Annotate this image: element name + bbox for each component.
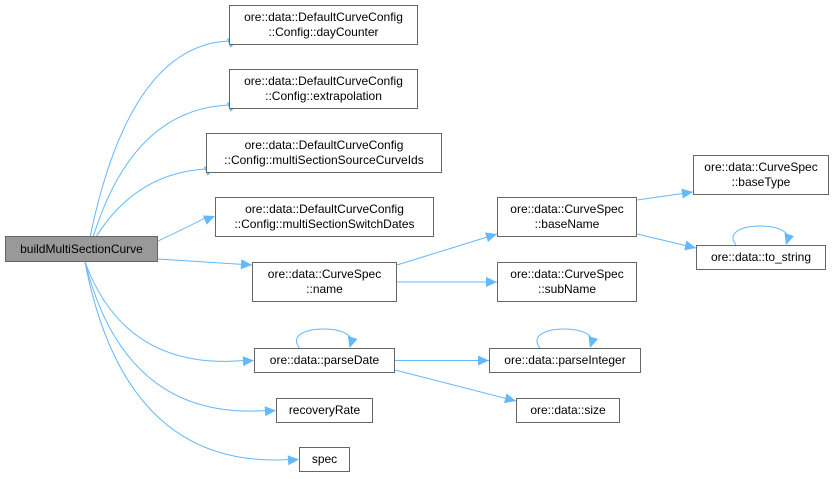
edge-arrowhead <box>504 393 516 404</box>
node-label: ore::data::CurveSpec <box>267 267 382 281</box>
node-label: buildMultiSectionCurve <box>20 241 143 256</box>
node-switch-dates[interactable]: ore::data::DefaultCurveConfig::Config::m… <box>215 197 434 237</box>
node-label: ::Config::dayCounter <box>268 25 379 39</box>
node-day-counter[interactable]: ore::data::DefaultCurveConfig::Config::d… <box>229 5 418 45</box>
edge-parseDate-to-size <box>394 369 517 402</box>
node-label: ore::data::parseInteger <box>504 353 626 367</box>
node-label: spec <box>311 452 338 466</box>
edge-build-to-srcIds <box>96 168 207 237</box>
edge-parseDate-to-parseDate <box>296 328 352 349</box>
edge-arrowhead <box>784 233 795 245</box>
node-to-string[interactable]: ore::data::to_string <box>696 245 826 270</box>
node-name[interactable]: ore::data::CurveSpec::name <box>252 262 397 302</box>
edge-name-to-baseName <box>396 233 498 266</box>
node-sub-name[interactable]: ore::data::CurveSpec::subName <box>497 262 637 302</box>
node-label: ore::data::DefaultCurveConfig <box>244 10 403 24</box>
node-label: ore::data::CurveSpec <box>704 160 818 174</box>
edge-arrowhead <box>478 355 489 366</box>
node-label: ::baseName <box>534 217 600 231</box>
edge-arrowhead <box>202 215 215 225</box>
node-label: recoveryRate <box>288 403 361 417</box>
edge-build-to-switchDates <box>157 217 206 242</box>
node-label: ore::data::CurveSpec <box>510 202 624 216</box>
edge-build-to-name <box>157 258 253 266</box>
edge-build-to-dayCounter <box>89 40 230 237</box>
node-label: ::baseType <box>731 175 791 189</box>
node-label: ore::data::parseDate <box>269 353 380 367</box>
edge-build-to-recoveryRate <box>84 261 267 412</box>
node-recovery-rate[interactable]: recoveryRate <box>276 398 373 423</box>
node-parse-integer[interactable]: ore::data::parseInteger <box>489 348 641 373</box>
edge-arrowhead <box>588 336 599 348</box>
edge-arrowhead <box>681 188 693 199</box>
node-label: ::subName <box>537 282 597 296</box>
node-size[interactable]: ore::data::size <box>516 398 620 423</box>
node-src-ids[interactable]: ore::data::DefaultCurveConfig::Config::m… <box>206 133 442 173</box>
edge-toString-to-toString <box>732 225 789 246</box>
edge-arrowhead <box>240 259 252 270</box>
node-label: ore::data::CurveSpec <box>510 267 624 281</box>
node-label: ::name <box>306 282 343 296</box>
node-label: ::Config::multiSectionSourceCurveIds <box>224 153 424 167</box>
edge-arrowhead <box>486 277 497 287</box>
node-label: ::Config::extrapolation <box>265 89 382 103</box>
edge-build-to-parseDate <box>84 261 245 362</box>
edge-arrowhead <box>347 336 358 348</box>
node-extrapolation[interactable]: ore::data::DefaultCurveConfig::Config::e… <box>229 69 418 109</box>
edge-arrowhead <box>684 240 696 251</box>
node-base-type[interactable]: ore::data::CurveSpec::baseType <box>693 155 829 195</box>
node-label: ore::data::size <box>530 403 606 417</box>
node-parse-date[interactable]: ore::data::parseDate <box>254 348 395 373</box>
node-spec[interactable]: spec <box>299 447 350 472</box>
edge-arrowhead <box>242 356 254 367</box>
node-label: ore::data::to_string <box>710 250 812 264</box>
node-base-name[interactable]: ore::data::CurveSpec::baseName <box>497 197 637 237</box>
node-build: buildMultiSectionCurve <box>5 236 158 262</box>
edge-arrowhead <box>287 455 299 466</box>
node-label: ::Config::multiSectionSwitchDates <box>234 217 415 231</box>
edge-build-to-spec <box>84 261 290 461</box>
node-label: ore::data::DefaultCurveConfig <box>245 202 404 216</box>
edge-arrowhead <box>485 232 497 243</box>
node-label: ore::data::DefaultCurveConfig <box>244 138 404 152</box>
edge-build-to-extrapolation <box>92 104 230 237</box>
edge-parseInteger-to-parseInteger <box>536 328 593 349</box>
edge-arrowhead <box>264 406 276 417</box>
node-label: ore::data::DefaultCurveConfig <box>244 74 403 88</box>
